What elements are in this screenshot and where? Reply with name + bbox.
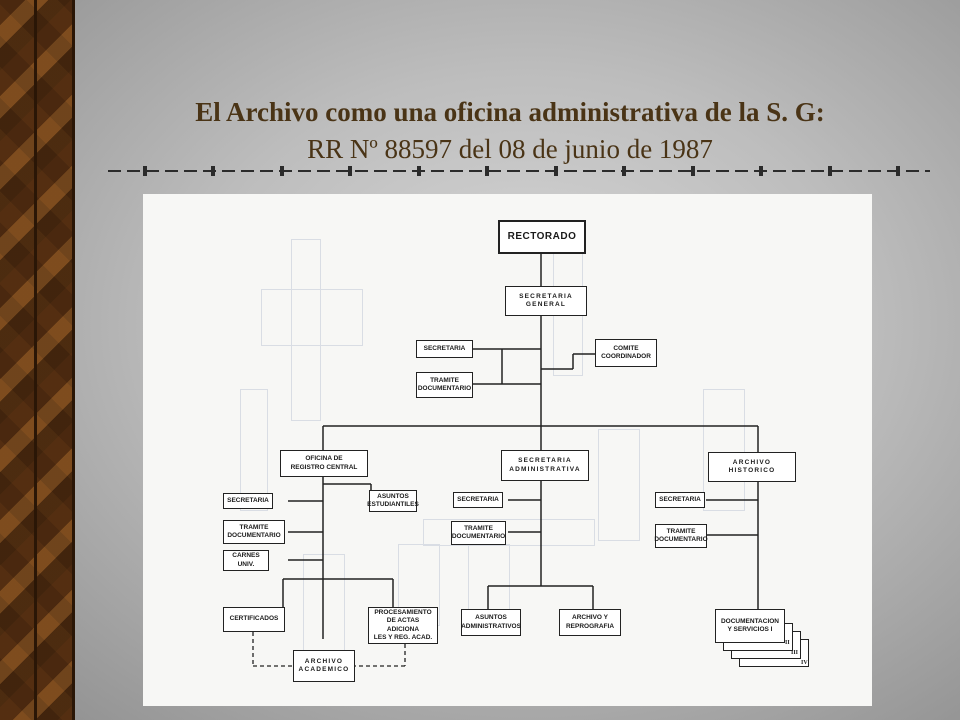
box-tramite-documentario: TRAMITE DOCUMENTARIO <box>416 372 473 398</box>
ghost-shape <box>240 389 268 511</box>
roman-numeral-ii: II <box>785 640 790 646</box>
box-orc-secretaria: SECRETARIA <box>223 493 273 509</box>
connector-lines <box>252 254 759 667</box>
ghost-shape <box>291 239 321 421</box>
box-asuntos-administrativos: ASUNTOS ADMINISTRATIVOS <box>461 609 521 636</box>
box-secretaria-administrativa: SECRETARIA ADMINISTRATIVA <box>501 450 589 481</box>
box-orc-tramite-documentario: TRAMITE DOCUMENTARIO <box>223 520 285 544</box>
box-archivo-reprografia: ARCHIVO Y REPROGRAFIA <box>559 609 621 636</box>
box-comite-coordinador: COMITE COORDINADOR <box>595 339 657 367</box>
box-rectorado: RECTORADO <box>498 220 586 254</box>
wood-border <box>0 0 75 720</box>
box-certificados: CERTIFICADOS <box>223 607 285 632</box>
ghost-shape <box>703 389 745 511</box>
ghost-shape <box>598 429 640 541</box>
box-carnes-univ: CARNES UNIV. <box>223 550 269 571</box>
box-archivo-academico: ARCHIVO ACADEMICO <box>293 650 355 682</box>
box-secretaria-general: SECRETARIA GENERAL <box>505 286 587 316</box>
roman-numeral-iii: III <box>791 650 799 656</box>
box-procesamiento-actas: PROCESAMIENTO DE ACTAS ADICIONA LES Y RE… <box>368 607 438 644</box>
slide-title: El Archivo como una oficina administrati… <box>195 97 825 127</box>
box-archivo-historico: ARCHIVO HISTORICO <box>708 452 796 482</box>
box-documentacion-servicios: DOCUMENTACION Y SERVICIOS I <box>715 609 785 643</box>
box-secretaria: SECRETARIA <box>416 340 473 358</box>
ghost-shape <box>261 289 363 346</box>
slide-subtitle: RR Nº 88597 del 08 de junio de 1987 <box>307 134 713 164</box>
box-sa-secretaria: SECRETARIA <box>453 492 503 508</box>
box-oficina-registro-central: OFICINA DE REGISTRO CENTRAL <box>280 450 368 477</box>
box-ah-secretaria: SECRETARIA <box>655 492 705 508</box>
dashed-divider <box>108 166 930 176</box>
org-chart-document: RECTORADO SECRETARIA GENERAL SECRETARIA … <box>143 194 872 706</box>
ghost-shape <box>423 519 595 546</box>
box-ah-tramite-documentario: TRAMITE DOCUMENTARIO <box>654 524 708 548</box>
box-asuntos-estudiantiles: ASUNTOS ESTUDIANTILES <box>367 490 419 512</box>
box-sa-tramite-documentario: TRAMITE DOCUMENTARIO <box>451 521 506 545</box>
roman-numeral-iv: IV <box>801 660 808 666</box>
